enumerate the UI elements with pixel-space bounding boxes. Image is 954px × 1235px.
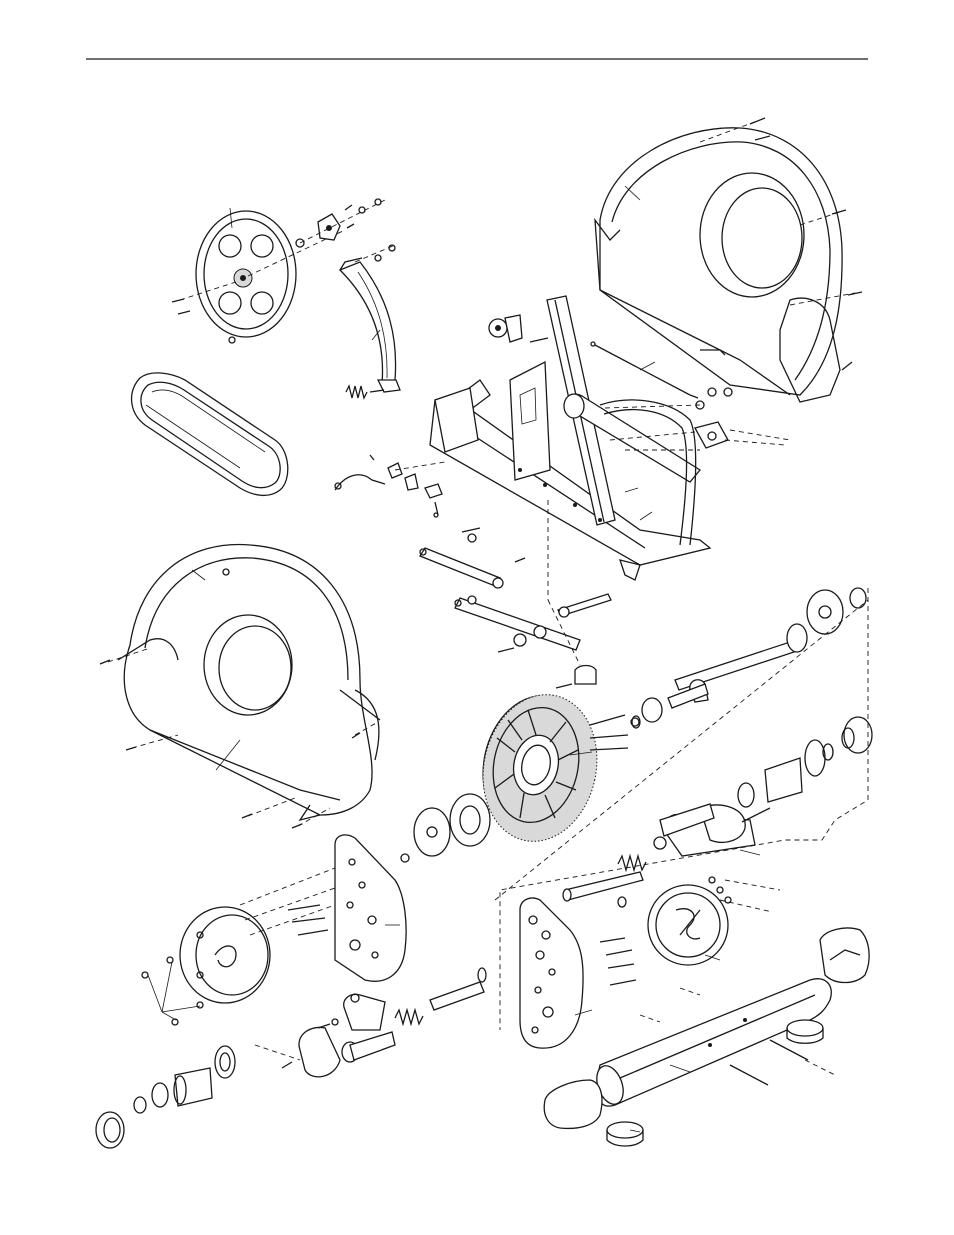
idler-bracket xyxy=(296,199,385,247)
side-plate-left xyxy=(335,835,406,981)
bearing-stack-left xyxy=(96,1046,235,1148)
side-plate-right xyxy=(520,898,636,1048)
flywheel-hub xyxy=(401,794,490,862)
crank-cover-left xyxy=(180,868,335,1003)
sensor-hardware xyxy=(335,455,445,517)
crank-cover-right xyxy=(648,877,780,965)
flywheel xyxy=(470,684,610,852)
end-cap-left xyxy=(544,1080,602,1128)
crank-assembly-left xyxy=(255,968,486,1077)
spring-shaft-right xyxy=(563,856,646,907)
cover-right xyxy=(595,128,842,402)
base-stabilizer xyxy=(592,979,831,1108)
axle-right xyxy=(632,588,866,728)
brake-arm xyxy=(340,245,400,398)
drive-belt xyxy=(132,373,288,496)
end-cap-right xyxy=(820,928,869,982)
upper-bracket xyxy=(489,315,548,342)
cover-left xyxy=(118,545,380,820)
crank-assembly-right xyxy=(654,717,872,856)
